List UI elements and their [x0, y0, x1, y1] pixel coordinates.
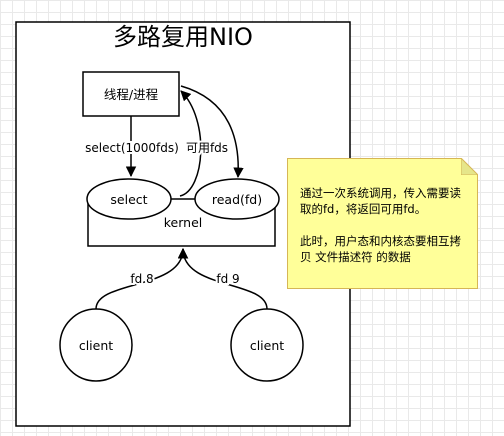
fd9-label: fd 9	[216, 272, 239, 286]
note-fold-corner	[461, 158, 478, 175]
client-left-label: client	[79, 338, 113, 353]
read-label: read(fd)	[212, 192, 262, 207]
thread-process-label: 线程/进程	[104, 87, 159, 102]
available-fds-label: 可用fds	[186, 141, 228, 155]
available-fds-arrow	[179, 90, 202, 197]
kernel-label: kernel	[164, 215, 203, 230]
fd9-arrow	[177, 247, 268, 310]
thread-process-box[interactable]	[82, 71, 180, 117]
read-call-arrow	[180, 85, 244, 179]
diagram-title: 多路复用NIO	[113, 23, 253, 51]
fd8-label: fd 8	[130, 272, 153, 286]
fd8-arrow	[95, 247, 189, 310]
note-paragraph-2: 此时，用户态和内核态要相互拷贝 文件描述符 的数据	[300, 234, 461, 264]
note-paragraph-1: 通过一次系统调用，传入需要读取的fd，将返回可用fd。	[300, 186, 461, 216]
client-right-label: client	[250, 338, 284, 353]
select-label: select	[110, 192, 147, 207]
select-call-label: select(1000fds)	[85, 141, 179, 155]
sticky-note[interactable]: 通过一次系统调用，传入需要读取的fd，将返回可用fd。 此时，用户态和内核态要相…	[287, 158, 478, 289]
